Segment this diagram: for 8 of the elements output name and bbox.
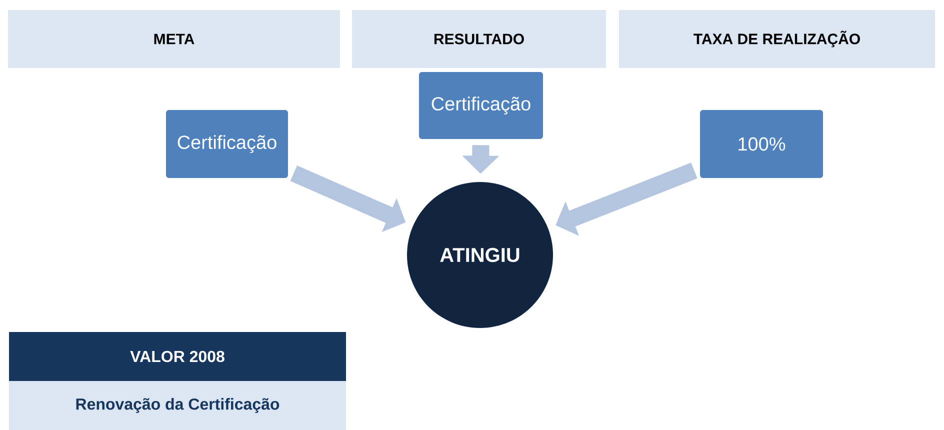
header-band: META bbox=[8, 10, 340, 68]
process-box: 100% bbox=[700, 110, 823, 178]
process-box: Certificação bbox=[419, 72, 543, 139]
process-box: Certificação bbox=[166, 110, 288, 178]
header-band: TAXA DE REALIZAÇÃO bbox=[619, 10, 935, 68]
header-band: RESULTADO bbox=[352, 10, 606, 68]
table-header-cell: VALOR 2008 bbox=[9, 332, 346, 381]
table-cell: Renovação da Certificação bbox=[9, 381, 346, 430]
